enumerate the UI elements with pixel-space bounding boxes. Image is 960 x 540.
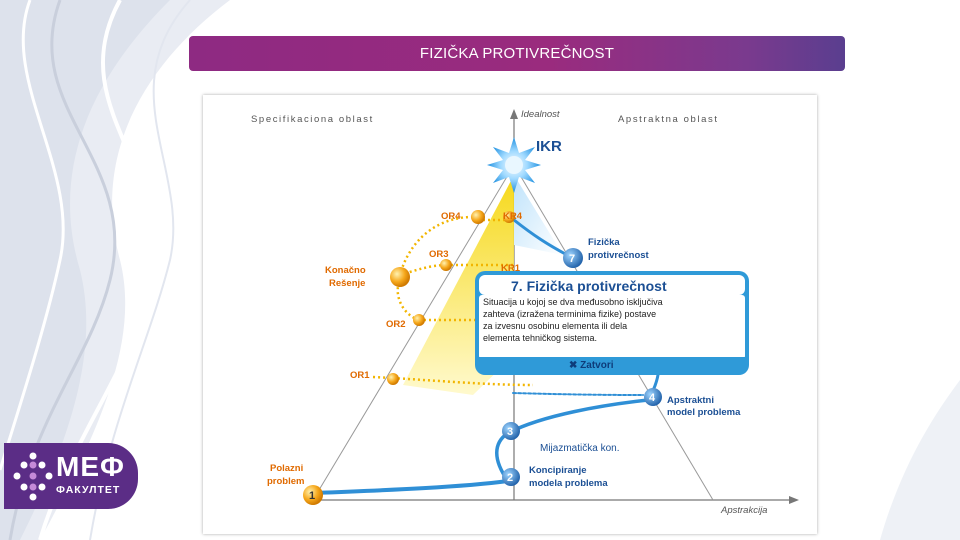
- apstraktni-label-2: model problema: [667, 407, 741, 418]
- step-1-node: 1: [303, 485, 323, 505]
- step-7-node: 7: [563, 248, 583, 268]
- or4-label: OR4: [441, 211, 461, 222]
- mef-logo: МЕФ ФАКУЛТЕТ: [0, 443, 140, 509]
- dialog-close-button[interactable]: ✖ Zatvori: [479, 357, 745, 371]
- or2-label: OR2: [386, 319, 406, 330]
- step-2-node: 2: [502, 468, 520, 486]
- step-4-node: 4: [644, 388, 662, 406]
- logo-text-mef: МЕФ: [56, 451, 125, 483]
- konacno-label-2: Rešenje: [329, 278, 365, 289]
- dialog-line-1: Situacija u kojoj se dva međusobno isklj…: [483, 297, 663, 307]
- koncipiranje-label-1: Koncipiranje: [529, 465, 587, 476]
- or3-label: OR3: [429, 249, 449, 260]
- page-title: FIZIČKA PROTIVREČNOST: [189, 36, 845, 71]
- dialog-line-3: za izvesnu osobinu elementa ili dela: [483, 321, 627, 331]
- apstrakcija-label: Apstrakcija: [720, 505, 767, 516]
- step-3-node: 3: [502, 422, 520, 440]
- or1-label: OR1: [350, 370, 370, 381]
- region-left-label: Specifikaciona oblast: [251, 114, 374, 125]
- dialog-line-4: elementa tehničkog sistema.: [483, 333, 597, 343]
- mijaz-label: Mijazmatička kon.: [540, 443, 619, 454]
- svg-text:3: 3: [507, 426, 513, 438]
- fizicka-label-1: Fizička: [588, 237, 620, 248]
- fizicka-label-2: protivrečnost: [588, 250, 650, 261]
- svg-text:2: 2: [507, 472, 513, 484]
- logo-dots-icon: [12, 451, 54, 501]
- triz-diagram: Specifikaciona oblast Apstraktna oblast …: [203, 95, 817, 534]
- apstraktni-label-1: Apstraktni: [667, 395, 714, 406]
- svg-text:1: 1: [309, 490, 315, 502]
- konacno-node: [390, 267, 410, 287]
- konacno-label-1: Konačno: [325, 265, 366, 276]
- polazni-label-1: Polazni: [270, 463, 303, 474]
- logo-text-fakultet: ФАКУЛТЕТ: [56, 484, 120, 496]
- or2-node: [413, 314, 425, 326]
- or3-node: [440, 259, 452, 271]
- region-right-label: Apstraktna oblast: [618, 114, 719, 125]
- svg-text:4: 4: [649, 392, 656, 404]
- polazni-label-2: problem: [267, 476, 304, 487]
- kr4-label: KR4: [503, 211, 523, 222]
- or1-node: [387, 373, 399, 385]
- idealnost-label: Idealnost: [521, 109, 560, 120]
- or4-node: [471, 210, 485, 224]
- dialog-title: 7. Fizička protivrečnost: [511, 278, 667, 294]
- svg-text:7: 7: [569, 253, 575, 265]
- koncipiranje-label-2: modela problema: [529, 478, 608, 489]
- dialog-line-2: zahteva (izražena terminima fizike) post…: [483, 309, 656, 319]
- ikr-star-icon: [487, 137, 541, 193]
- svg-text:✖ Zatvori: ✖ Zatvori: [569, 360, 614, 371]
- ikr-label: IKR: [536, 138, 562, 155]
